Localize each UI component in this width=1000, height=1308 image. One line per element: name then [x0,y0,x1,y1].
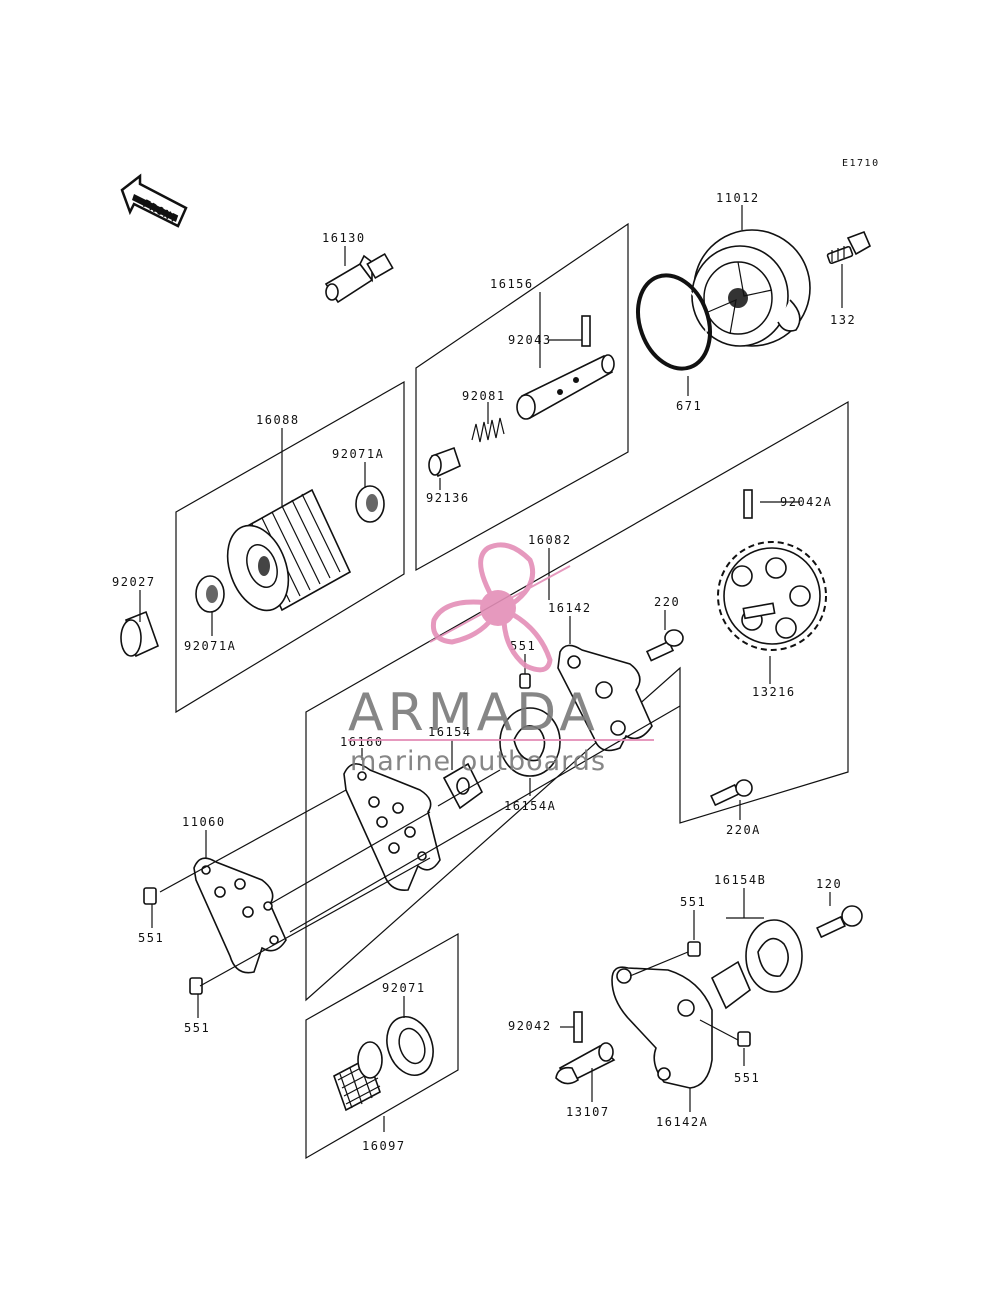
part-92071A-grommet-top [355,485,385,523]
front-arrow-icon: FRONT [120,173,188,228]
label-16130: 16130 [322,231,366,245]
label-13107: 13107 [566,1105,610,1119]
label-551-d: 551 [184,1021,210,1035]
label-16142A: 16142A [656,1115,708,1129]
propeller-logo-icon [429,542,571,673]
label-92136: 92136 [426,491,470,505]
part-551-dowel-c [189,977,203,995]
label-92071A-top: 92071A [332,447,384,461]
label-120: 120 [816,877,842,891]
label-16154: 16154 [428,725,472,739]
part-16160-plate [343,763,441,891]
part-11060-gasket [193,857,287,974]
label-92042: 92042 [508,1019,552,1033]
diagram-code: E1710 [842,158,880,169]
part-92042-pin [573,1011,583,1043]
label-16154B: 16154B [714,873,766,887]
part-13216-gear [717,541,827,651]
label-16156: 16156 [490,277,534,291]
label-551-e: 551 [734,1071,760,1085]
part-551-dowel-b [143,887,157,905]
label-16160: 16160 [340,735,384,749]
label-16097: 16097 [362,1139,406,1153]
part-551-dowel-d [687,941,701,957]
label-220: 220 [654,595,680,609]
label-92081: 92081 [462,389,506,403]
label-13216: 13216 [752,685,796,699]
part-551-dowel-e [737,1031,751,1047]
label-551-a: 551 [510,639,536,653]
part-92043-pin [581,315,591,347]
leader-lines [139,205,843,1132]
part-16097-strainer [333,1041,383,1112]
label-11012: 11012 [716,191,760,205]
part-16142A-housing [611,966,713,1089]
part-13107-shaft [555,1042,616,1085]
part-92071-seal [386,1016,434,1076]
label-551-b: 551 [680,895,706,909]
label-132: 132 [830,313,856,327]
part-16154B-rotor [710,919,803,1010]
armada-watermark: ARMADA marine outboards [348,542,654,777]
part-92027-collar [120,610,159,658]
part-220-bolt [645,629,684,662]
part-labels: 16130 16156 11012 92043 132 92081 671 16… [112,191,856,1153]
part-16154A-rotor [499,707,561,777]
part-92136-plug [428,446,461,478]
label-220A: 220A [726,823,761,837]
label-551-c: 551 [138,931,164,945]
part-16156-valve [516,354,615,420]
label-16082: 16082 [528,533,572,547]
label-92071A-bottom: 92071A [184,639,236,653]
part-120-bolt [816,905,863,939]
part-11012-cover [691,229,811,347]
watermark-tagline: marine outboards [350,746,606,777]
part-92081-spring [471,417,505,443]
label-16142: 16142 [548,601,592,615]
label-92042A: 92042A [780,495,832,509]
part-92042A-pin [743,489,753,519]
label-671: 671 [676,399,702,413]
part-92071A-grommet-bottom [195,575,225,613]
label-16154A: 16154A [504,799,556,813]
label-92071: 92071 [382,981,426,995]
label-92043: 92043 [508,333,552,347]
part-16130-fitting [324,252,394,304]
label-92027: 92027 [112,575,156,589]
group-boxes [175,222,849,1160]
label-11060: 11060 [182,815,226,829]
part-671-oring [636,273,712,371]
part-220A-bolt [710,779,753,807]
label-16088: 16088 [256,413,300,427]
watermark-brand: ARMADA [348,683,599,743]
part-16088-oil-filter [226,488,352,612]
part-132-bolt [826,230,872,265]
